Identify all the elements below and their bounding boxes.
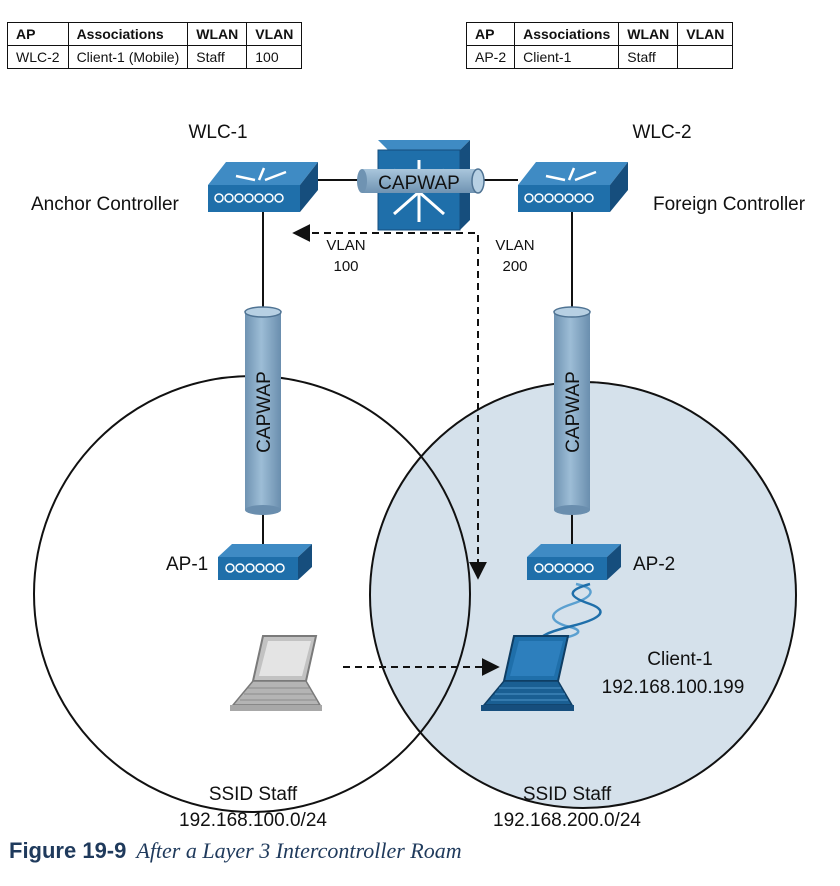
center-capwap-label: CAPWAP <box>378 173 460 194</box>
table-cell: Client-1 <box>514 45 620 69</box>
wireless-signal-icon <box>536 582 602 643</box>
vlan-right-number: 200 <box>502 258 527 275</box>
vlan-left-label: VLAN <box>326 237 365 254</box>
client-name: Client-1 <box>647 649 712 670</box>
ap1-label: AP-1 <box>166 554 208 575</box>
right-cell-subnet: 192.168.200.0/24 <box>493 810 641 831</box>
center-capwap-tunnel: CAPWAP <box>357 168 485 194</box>
table-header: VLAN <box>246 22 303 46</box>
ap1-device-icon <box>218 544 312 580</box>
wlc1-device-icon <box>208 162 318 212</box>
table-cell: Staff <box>618 45 679 69</box>
table-header: Associations <box>514 22 620 46</box>
wlc2-role: Foreign Controller <box>653 194 806 215</box>
table-header: AP <box>465 22 516 46</box>
vlan-right-label: VLAN <box>495 237 534 254</box>
wlc2-device-icon <box>518 162 628 212</box>
table-header: AP <box>7 22 69 46</box>
client-ip: 192.168.100.199 <box>602 677 745 698</box>
laptop-previous-icon <box>230 635 322 711</box>
table-cell <box>677 45 734 69</box>
vlan-left-number: 100 <box>333 258 358 275</box>
right-cell-ssid: SSID Staff <box>523 784 612 805</box>
figure-caption: Figure 19-9 After a Layer 3 Intercontroll… <box>9 838 462 864</box>
figure-title: After a Layer 3 Intercontroller Roam <box>136 838 462 863</box>
right-capwap-tunnel: CAPWAP <box>553 306 591 515</box>
left-cell-ssid: SSID Staff <box>209 784 298 805</box>
table-header: Associations <box>67 22 189 46</box>
right-capwap-label: CAPWAP <box>563 371 584 453</box>
wlc2-name: WLC-2 <box>632 122 691 143</box>
table-cell: Staff <box>187 45 248 69</box>
ap2-association-table: AP Associations WLAN VLAN AP-2 Client-1 … <box>465 22 734 69</box>
figure-number: Figure 19-9 <box>9 838 127 863</box>
left-cell-subnet: 192.168.100.0/24 <box>179 810 327 831</box>
client-laptop-icon <box>481 635 574 711</box>
table-cell: 100 <box>246 45 303 69</box>
ap2-label: AP-2 <box>633 554 675 575</box>
wlc2-association-table: AP Associations WLAN VLAN WLC-2 Client-1… <box>7 22 303 69</box>
ap2-device-icon <box>527 544 621 580</box>
table-header: VLAN <box>677 22 734 46</box>
left-capwap-tunnel: CAPWAP <box>244 306 282 515</box>
table-header: WLAN <box>618 22 679 46</box>
table-cell: AP-2 <box>465 45 516 69</box>
wlc1-role: Anchor Controller <box>31 194 180 215</box>
traffic-path-arrow <box>292 224 487 580</box>
left-capwap-label: CAPWAP <box>254 371 275 453</box>
wlc1-name: WLC-1 <box>188 122 247 143</box>
